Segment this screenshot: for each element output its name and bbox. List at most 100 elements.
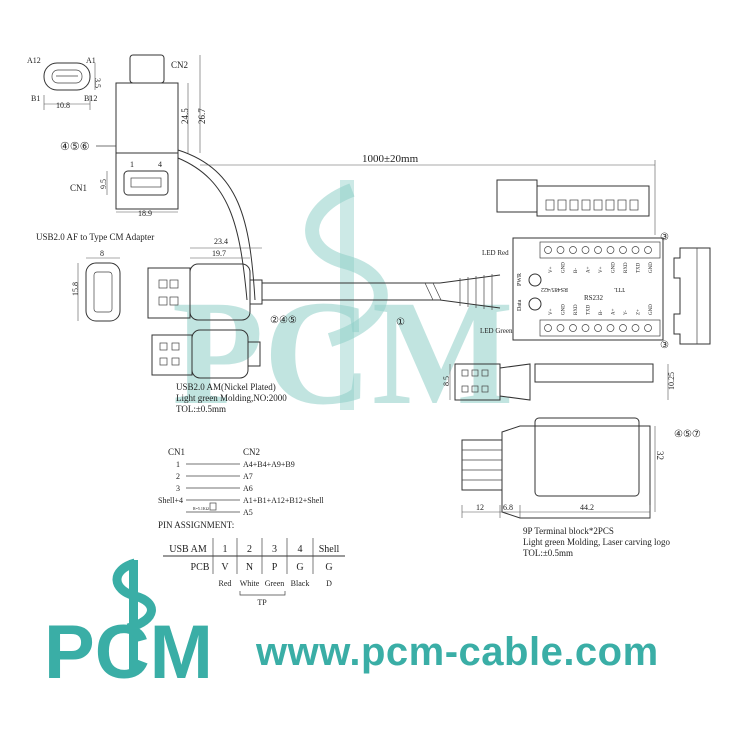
terminal-label: GND: [562, 262, 567, 273]
terminal-screw: [581, 324, 590, 332]
adapter-cable: [177, 149, 256, 301]
terminal-label: V+: [549, 308, 554, 315]
terminal-screw: [544, 246, 552, 254]
terminal-screw: [594, 324, 602, 332]
wiring-cn2: A4+B4+A9+B9: [243, 460, 295, 469]
brand-url: www.pcm-cable.com: [256, 630, 659, 674]
terminal-label: B-: [599, 310, 604, 315]
pin-table-body-cell: P: [272, 562, 278, 573]
pin-table-body-cell: G: [296, 562, 303, 573]
usb-am-plug: 23.4 19.7: [147, 237, 263, 321]
terminal-label: RXD: [574, 304, 579, 315]
pin-table-body-cell: G: [325, 562, 332, 573]
watermark-swoosh: [305, 183, 388, 347]
wiring-header-cn1: CN1: [168, 447, 185, 457]
wiring-cn2: A1+B1+A12+B12+Shell: [243, 496, 324, 505]
pin-color-label: D: [326, 579, 332, 588]
pin-color-label: Green: [265, 579, 285, 588]
label-data: Data: [517, 299, 523, 311]
wiring-cn2: A6: [243, 484, 253, 493]
dim-26-7: 26.7: [197, 108, 207, 124]
dim-23-4: 23.4: [214, 237, 228, 246]
pin-assignment-title: PIN ASSIGNMENT:: [158, 520, 234, 530]
tp-label: TP: [257, 598, 267, 607]
led-green: [528, 297, 542, 311]
terminal-screw: [594, 246, 602, 254]
adapter-cn1: 1 4 CN1 9.5 18.9 USB2.0 AF to Type CM Ad…: [36, 152, 179, 242]
pin-table-head-cell: 2: [247, 544, 252, 555]
label-rs485: RS485/422: [541, 286, 568, 292]
dim-44-2: 44.2: [580, 503, 594, 512]
terminal-label: GND: [649, 304, 654, 315]
length-label: 1000±20mm: [362, 153, 419, 165]
label-cn2: CN2: [171, 60, 188, 70]
usb-am-outline: USB2.0 AM(Nickel Plated) Light green Mol…: [151, 329, 287, 414]
terminal-label: Z+: [637, 309, 642, 315]
terminal-screw: [569, 324, 577, 332]
terminal-screw: [556, 246, 565, 254]
tp-bracket: [239, 591, 286, 596]
pin-color-label: White: [240, 579, 260, 588]
terminal-screw: [581, 246, 590, 254]
callout-1: ①: [396, 317, 405, 328]
watermark-text: PCM: [172, 270, 514, 436]
wiring-cn1: 3: [176, 484, 180, 493]
pin-table-head-cell: USB AM: [169, 544, 207, 555]
terminal-screw: [606, 324, 615, 332]
pin-table-body-cell: V: [221, 562, 229, 573]
terminal-label: Y-: [624, 310, 629, 315]
wiring-cn2: A7: [243, 472, 253, 481]
typec-end-view: A12 A1 B1 B12 10.8 3.5: [27, 56, 102, 110]
pin-table-head-cell: 3: [272, 544, 277, 555]
label-a1: A1: [86, 56, 96, 65]
terminal-screw: [619, 246, 627, 254]
wiring-cn1: 2: [176, 472, 180, 481]
terminal-screw: [544, 324, 552, 332]
dim-8-5: 8.5: [442, 376, 451, 386]
pin-table-head-cell: Shell: [319, 544, 340, 555]
terminal-label: TXD: [637, 262, 642, 273]
terminal-screw: [644, 324, 652, 332]
dim-10-25: 10.25: [667, 372, 676, 390]
dim-32: 32: [655, 451, 665, 460]
terminal-label: A+: [587, 266, 592, 273]
dim-3-5: 3.5: [93, 78, 102, 88]
terminal-screw: [644, 246, 652, 254]
label-pwr: PWR: [517, 273, 523, 286]
dim-8: 8: [100, 249, 104, 258]
callout-3a: ③: [660, 232, 669, 243]
resistor-symbol: [209, 502, 217, 511]
terminal-top-profile: [496, 179, 650, 217]
terminal-lower-profile: 8.5 10.25: [442, 363, 676, 401]
label-b1: B1: [31, 94, 40, 103]
label-a12: A12: [27, 56, 41, 65]
brand-logo: PCM: [44, 558, 213, 695]
pin-color-label: Red: [219, 579, 232, 588]
usb-am-note-3: TOL:±0.5mm: [176, 404, 226, 414]
callout-456: ④⑤⑥: [60, 141, 90, 153]
terminal-label: A+: [612, 308, 617, 315]
pin-color-label: Black: [291, 579, 310, 588]
label-rs232: RS232: [584, 294, 604, 302]
label-pin1: 1: [130, 160, 134, 169]
dim-19-7: 19.7: [212, 249, 226, 258]
terminal-side-profile: [673, 247, 711, 345]
dim-12: 12: [476, 503, 484, 512]
terminal-label: TXD: [587, 304, 592, 315]
terminal-label: GND: [612, 262, 617, 273]
terminal-board: LED Red LED Green RS232 RS485/422 TTL PW…: [480, 232, 669, 351]
logo-text: PCM: [44, 610, 213, 695]
pin-table-body-cell: PCB: [191, 562, 210, 573]
strain-relief: [459, 274, 493, 310]
watermark-bar: [340, 180, 354, 410]
dim-24-5: 24.5: [180, 108, 190, 124]
usb-a-side-view: 8 15.8: [71, 249, 121, 322]
label-cn1: CN1: [70, 183, 87, 193]
terminal-screw: [631, 324, 640, 332]
label-led-green: LED Green: [480, 327, 513, 335]
terminal-screw: [569, 246, 577, 254]
dim-6-8: 6.8: [503, 503, 513, 512]
